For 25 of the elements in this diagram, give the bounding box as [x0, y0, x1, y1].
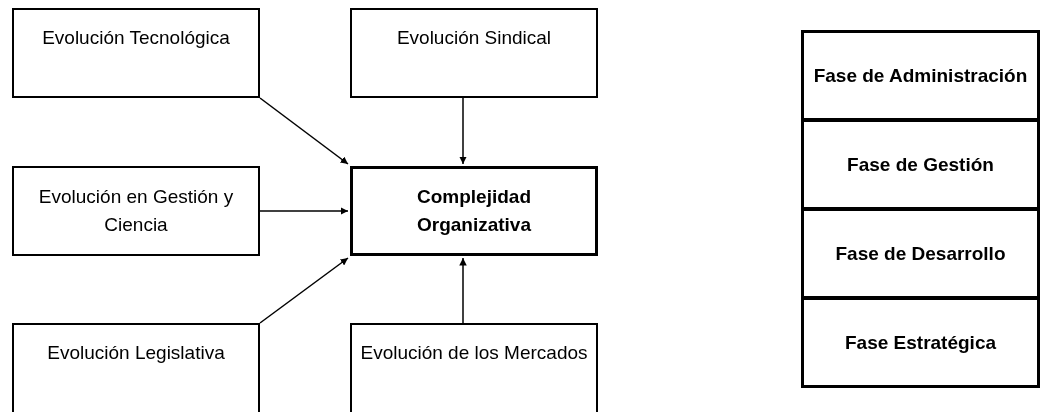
factor-box — [12, 323, 260, 412]
node-label: Evolución Legislativa — [47, 341, 225, 365]
factor-box — [12, 8, 260, 98]
arrow — [259, 207, 349, 215]
phase-row — [801, 119, 1040, 210]
factor-box — [12, 166, 260, 256]
phase-row — [801, 208, 1040, 299]
node-label: Evolución en Gestión y Ciencia — [37, 185, 235, 237]
node-label: Evolución Sindical — [396, 26, 552, 50]
factor-box — [350, 8, 598, 98]
node-label: Fase de Gestión — [847, 152, 994, 177]
arrow — [459, 257, 467, 324]
node-label: Evolución de los Mercados — [360, 341, 588, 365]
phase-row — [801, 30, 1040, 121]
phase-row — [801, 297, 1040, 388]
arrow — [459, 97, 467, 165]
node-label: Fase de Administración — [813, 63, 1028, 88]
arrow — [259, 257, 349, 324]
node-label: Complejidad Organizativa — [415, 185, 532, 237]
central-box — [350, 166, 598, 256]
arrow — [259, 97, 349, 165]
node-label: Fase Estratégica — [845, 330, 996, 355]
factor-box — [350, 323, 598, 412]
node-label: Fase de Desarrollo — [835, 241, 1006, 266]
node-label: Evolución Tecnológica — [42, 26, 230, 50]
